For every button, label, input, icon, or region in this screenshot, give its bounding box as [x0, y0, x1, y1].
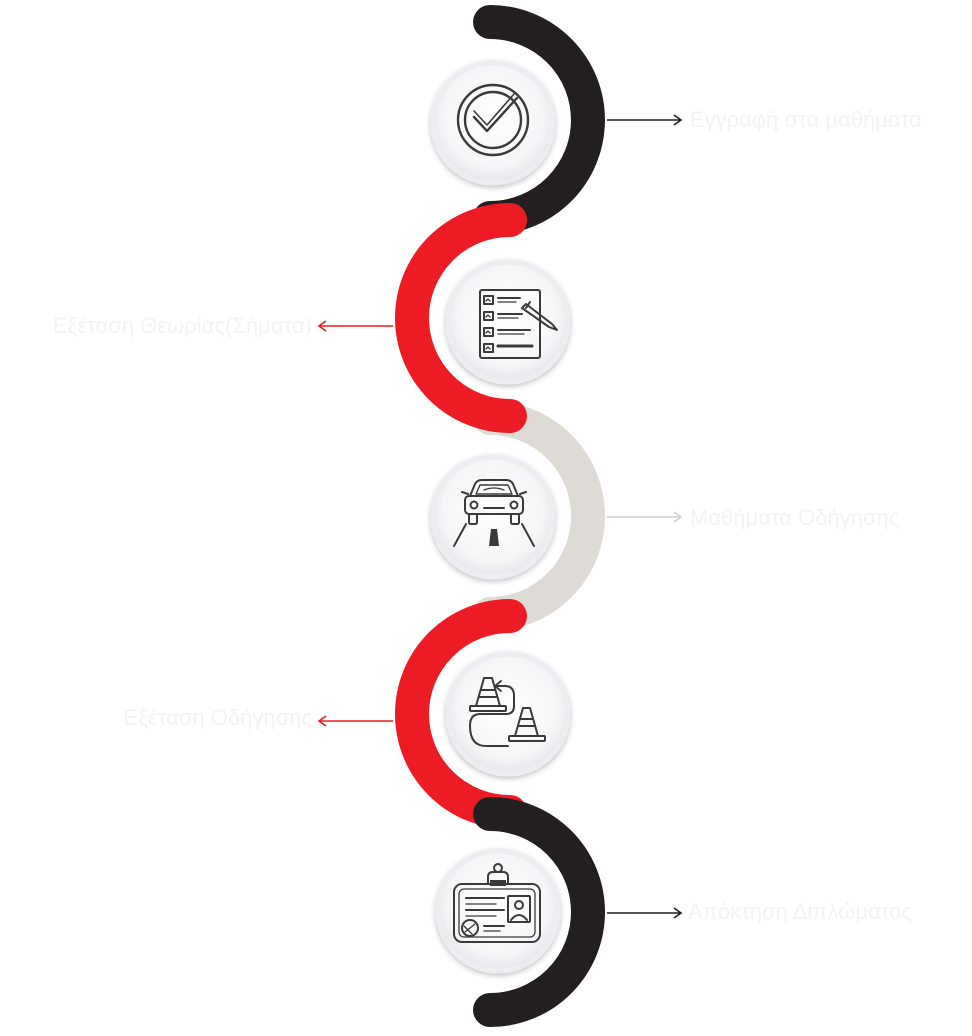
connector-arrow-1: [607, 114, 683, 126]
traffic-cones-route-icon: [469, 677, 546, 747]
step-label-1: Εγγραφή στα μαθήματα: [690, 107, 922, 132]
step-node-2: [445, 259, 571, 385]
segment-arc-4: [395, 599, 527, 829]
step-label-3: Μαθήματα Οδήγησης: [690, 505, 900, 530]
step-label-5: Απόκτηση Διπλώματος: [688, 899, 912, 924]
segment-arc-5: [473, 797, 605, 1027]
connector-arrow-3: [607, 511, 683, 523]
step-label-4: Εξέταση Οδήγησης: [123, 705, 312, 730]
step-node-3: [430, 454, 556, 580]
segment-arc-3: [473, 401, 605, 631]
checklist-pencil-icon: [479, 289, 558, 359]
step-label-2: Εξέταση Θεωρίας(Σήματα): [52, 313, 312, 338]
connector-arrow-4: [317, 715, 393, 727]
car-road-icon: [453, 479, 535, 547]
segment-arc-1: [473, 5, 605, 235]
segment-arc-2: [395, 203, 527, 433]
license-card-icon: [453, 863, 541, 943]
connector-arrow-2: [317, 320, 393, 332]
check-badge-icon: [456, 83, 530, 157]
connector-arrow-5: [607, 907, 683, 919]
